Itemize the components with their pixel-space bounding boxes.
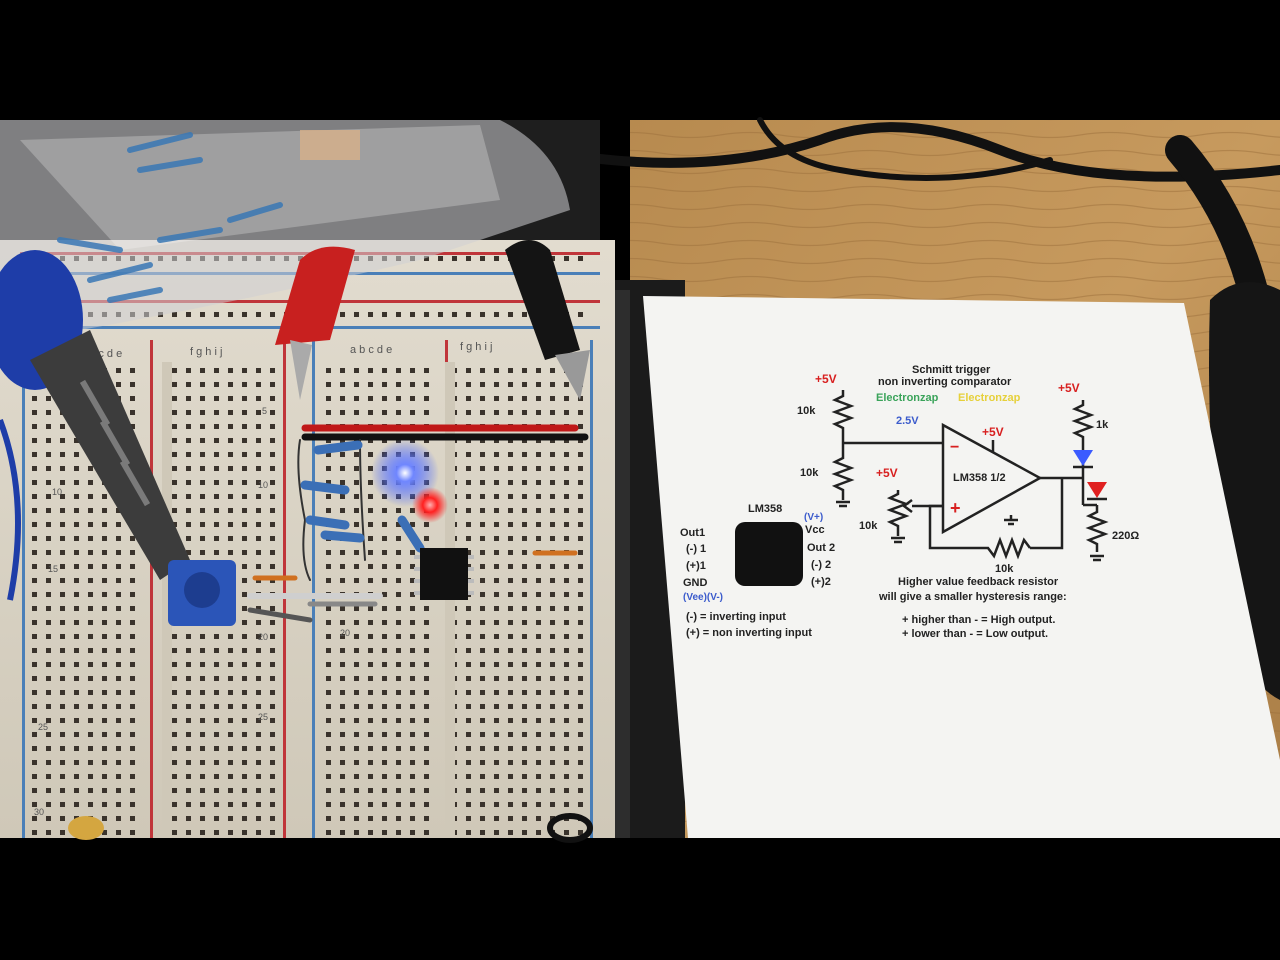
- row-number: 5: [262, 406, 267, 416]
- pin-left: GND: [683, 577, 708, 589]
- row-number: 10: [258, 480, 268, 490]
- schematic-paper: [643, 296, 1280, 838]
- lm358-chip: [414, 548, 474, 600]
- supply-label: +5V: [815, 372, 837, 386]
- jumper-wires: [247, 424, 589, 623]
- top-letterbox: [0, 0, 1280, 120]
- hysteresis-note-line2: will give a smaller hysteresis range:: [878, 591, 1067, 603]
- bottom-letterbox: [0, 838, 1280, 960]
- schematic-drawing: [831, 390, 1109, 562]
- rule-high-output: + higher than - = High output.: [902, 614, 1055, 626]
- led-resistor-label-220: 220Ω: [1112, 530, 1139, 542]
- row-number: 25: [38, 722, 48, 732]
- schematic-blue-led: [1073, 450, 1093, 466]
- resistor-label-top: 10k: [797, 405, 816, 417]
- column-letters-right-2: f g h i j: [460, 341, 492, 353]
- pin-left: (+)1: [686, 560, 706, 572]
- credit-yellow: Electronzap: [958, 392, 1021, 404]
- black-alligator-clip: [505, 240, 590, 400]
- multimeter-probe: [0, 250, 192, 601]
- opamp-label: LM358 1/2: [953, 472, 1006, 484]
- red-alligator-clip: [275, 246, 355, 400]
- schematic-subtitle: non inverting comparator: [878, 376, 1012, 388]
- rule-low-output: + lower than - = Low output.: [902, 628, 1048, 640]
- board-resistors: [300, 440, 425, 553]
- chip-title: LM358: [748, 503, 782, 515]
- column-letters-right: f g h i j: [190, 346, 222, 358]
- credit-green: Electronzap: [876, 392, 939, 404]
- opamp-plus: +: [950, 498, 961, 518]
- row-number: 10: [52, 487, 62, 497]
- pin-left: (Vee)(V-): [683, 592, 723, 603]
- opamp-minus: −: [950, 439, 959, 456]
- pin-right: (V+): [804, 512, 823, 523]
- feedback-label: 10k: [995, 563, 1014, 575]
- schematic-chip-outline: [735, 522, 803, 586]
- red-led-glow: [412, 487, 448, 523]
- resistor-bag: [0, 120, 570, 330]
- hysteresis-note-line1: Higher value feedback resistor: [898, 576, 1059, 588]
- row-number: 15: [48, 564, 58, 574]
- resistor-label-bottom: 10k: [800, 467, 819, 479]
- legend-non-inverting: (+) = non inverting input: [686, 627, 812, 639]
- row-number: 20: [258, 632, 268, 642]
- pin-left: Out1: [680, 527, 705, 539]
- schematic-red-led: [1087, 482, 1107, 498]
- pin-left: (-) 1: [686, 543, 706, 555]
- supply-label: +5V: [876, 466, 898, 480]
- mid-voltage-label: 2.5V: [896, 415, 919, 427]
- pin-right: Vcc: [805, 524, 825, 536]
- supply-label: +5V: [982, 425, 1004, 439]
- pin-right: (-) 2: [811, 559, 831, 571]
- pin-right: Out 2: [807, 542, 835, 554]
- pin-right: (+)2: [811, 576, 831, 588]
- supply-label: +5V: [1058, 381, 1080, 395]
- pot-label: 10k: [859, 520, 878, 532]
- schematic-title: Schmitt trigger: [912, 364, 991, 376]
- row-number: 30: [34, 807, 44, 817]
- row-number: 20: [340, 628, 350, 638]
- ceramic-capacitor: [68, 816, 104, 840]
- legend-inverting: (-) = inverting input: [686, 611, 786, 623]
- column-letters-left-2: a b c d e: [350, 344, 392, 356]
- led-resistor-label-1k: 1k: [1096, 419, 1109, 431]
- row-number: 25: [258, 712, 268, 722]
